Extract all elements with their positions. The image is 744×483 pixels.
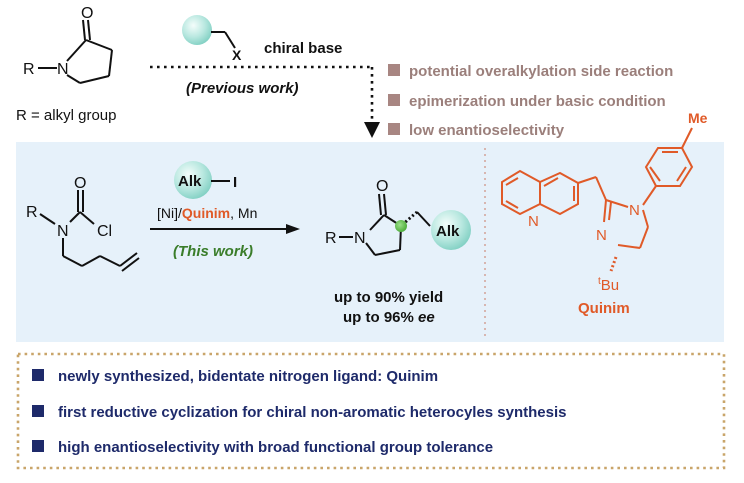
previous-reactant (38, 19, 113, 84)
cond-mn: , Mn (230, 205, 257, 221)
sm-Cl: Cl (97, 223, 112, 240)
ee-prefix: up to 96% (343, 309, 418, 326)
cond-ni: [Ni]/ (157, 205, 182, 221)
tbu-superscript: t (598, 276, 601, 287)
reagent-sphere (182, 15, 212, 45)
drawback-square (388, 123, 400, 135)
alk-sphere (174, 161, 212, 199)
ligand-name: Quinim (578, 300, 630, 317)
previous-reactant-R: R (23, 61, 35, 78)
highlight-square (32, 440, 44, 452)
stereocenter-dot (395, 220, 407, 232)
prod-R: R (325, 230, 337, 247)
tbu-text: Bu (601, 277, 619, 294)
highlight-text: high enantioselectivity with broad funct… (58, 439, 493, 456)
drawback-square (388, 94, 400, 106)
drawback-text: potential overalkylation side reaction (409, 63, 673, 80)
cond-ligand: Quinim (182, 205, 230, 221)
previous-reactant-O: O (81, 5, 93, 22)
yield-text: up to 90% yield (334, 289, 443, 306)
highlight-text: newly synthesized, bidentate nitrogen li… (58, 368, 438, 385)
previous-work-label: (Previous work) (186, 80, 299, 97)
previous-reactant-N: N (57, 61, 69, 78)
reagent-I: I (233, 174, 237, 191)
quinim-ligand (501, 127, 694, 272)
prod-O: O (376, 178, 388, 195)
this-work-panel (16, 142, 724, 342)
ligand-n-imine: N (596, 227, 607, 244)
ligand-n-quinoline: N (528, 213, 539, 230)
chiral-base-label: chiral base (264, 40, 342, 57)
highlight-square (32, 405, 44, 417)
highlights-list: newly synthesized, bidentate nitrogen li… (32, 368, 567, 456)
highlight-text: first reductive cyclization for chiral n… (58, 404, 567, 421)
drawbacks-list: potential overalkylation side reaction e… (388, 63, 673, 139)
ee-text: up to 96% ee (343, 309, 435, 326)
ee-suffix: ee (418, 309, 435, 326)
previous-dotted-arrow (150, 65, 380, 138)
ligand-me: Me (688, 110, 708, 126)
drawback-text: epimerization under basic condition (409, 93, 666, 110)
conditions-line: [Ni]/Quinim, Mn (157, 205, 257, 221)
prod-alk: Alk (436, 223, 460, 240)
drawback-square (388, 64, 400, 76)
reagent-X: X (232, 47, 242, 63)
sm-O: O (74, 175, 86, 192)
ligand-tbu: tBu (598, 276, 619, 294)
highlight-square (32, 369, 44, 381)
this-work-label: (This work) (173, 243, 253, 260)
prod-N: N (354, 230, 366, 247)
r-group-note: R = alkyl group (16, 107, 116, 124)
product-alk-sphere (431, 210, 471, 250)
carbamoyl-chloride (39, 190, 140, 272)
reagent-alk: Alk (178, 173, 202, 190)
sm-R: R (26, 204, 38, 221)
sm-N: N (57, 223, 69, 240)
drawback-text: low enantioselectivity (409, 122, 565, 139)
reaction-arrow (150, 224, 300, 234)
reagent-chain (211, 31, 236, 49)
ligand-n-amine: N (629, 202, 640, 219)
